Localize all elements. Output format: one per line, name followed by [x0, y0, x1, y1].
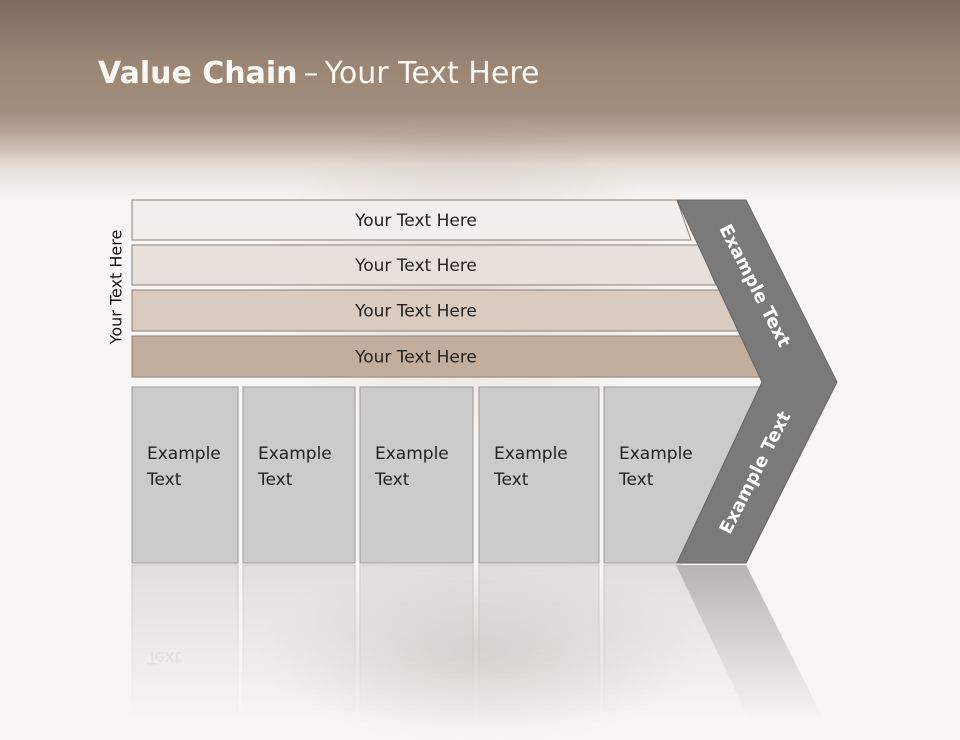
example-column-4-line-1: Example [494, 444, 568, 464]
text-bar-label-1: Your Text Here [354, 211, 477, 231]
example-column-5-line-2: Text [618, 470, 654, 490]
example-column-2-line-1: Example [258, 444, 332, 464]
text-bar-2 [131, 244, 717, 286]
title-rest: Your Text Here [324, 56, 540, 91]
diagram-reflection: Text [131, 564, 824, 720]
text-bar-label-4: Your Text Here [354, 348, 477, 368]
title-separator: – [303, 56, 319, 91]
title-bold: Value Chain [98, 56, 298, 91]
example-column-2 [242, 386, 356, 564]
example-column-1-line-2: Text [146, 470, 182, 490]
header-band [0, 0, 960, 200]
example-column-3 [359, 386, 474, 564]
example-column-5-line-1: Example [619, 444, 693, 464]
example-column-2-line-2: Text [257, 470, 293, 490]
slide-title: Value Chain–Your Text Here [98, 56, 539, 91]
chevron-shape [676, 199, 838, 564]
reflection-text: Text [146, 647, 182, 667]
example-column-4 [478, 386, 600, 564]
example-column-1 [131, 386, 239, 564]
text-bar-1 [131, 199, 692, 241]
example-column-3-line-1: Example [375, 444, 449, 464]
example-column-3-line-2: Text [374, 470, 410, 490]
text-bar-label-3: Your Text Here [354, 302, 477, 322]
example-column-4-line-2: Text [493, 470, 529, 490]
example-column-1-line-1: Example [147, 444, 221, 464]
text-bar-label-2: Your Text Here [354, 256, 477, 276]
